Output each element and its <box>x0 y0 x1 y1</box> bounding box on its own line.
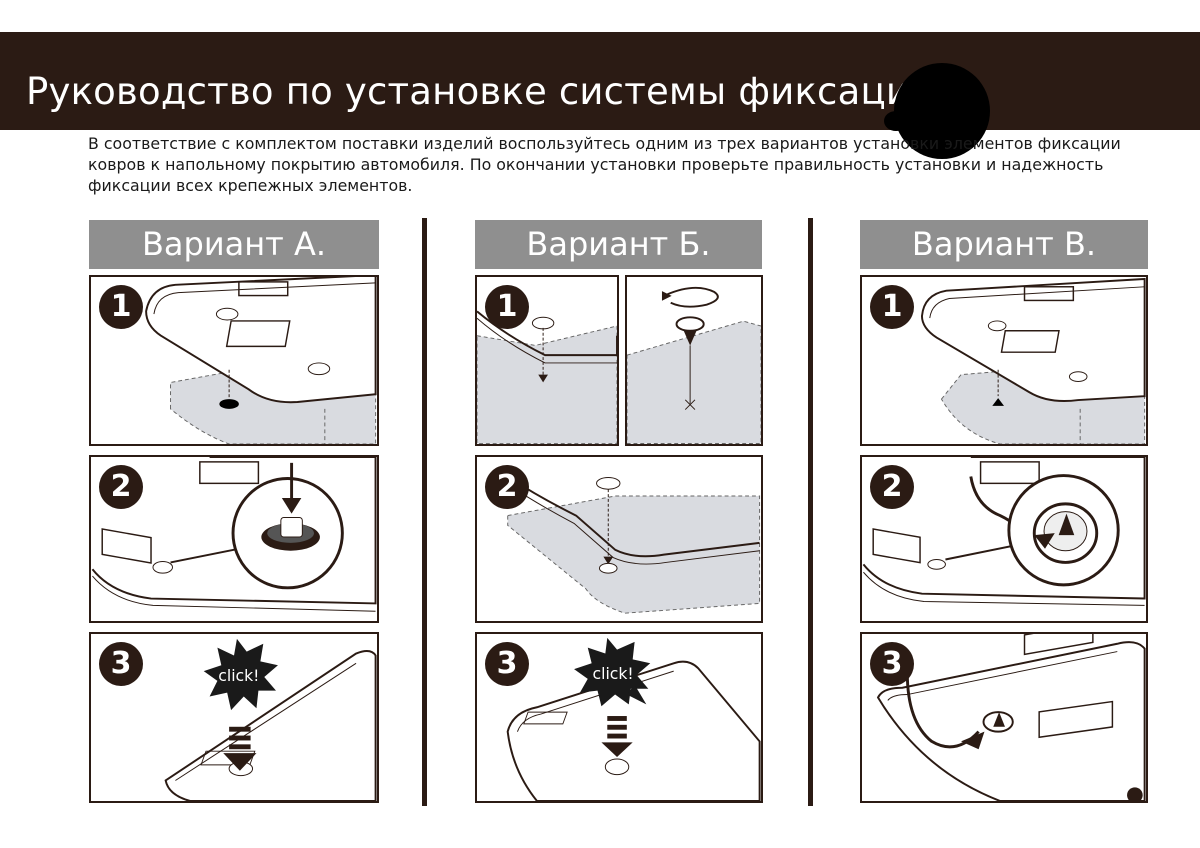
mat-illustration <box>920 277 1146 444</box>
page-title: Руководство по установке системы фиксаци… <box>26 70 935 113</box>
top-margin <box>0 0 1200 32</box>
mat-illustration <box>91 457 377 612</box>
step-number: 1 <box>485 285 529 329</box>
column-divider <box>808 218 813 806</box>
click-label: click! <box>593 665 634 683</box>
step-number: 2 <box>870 465 914 509</box>
variant-v-step-2-panel: 2 <box>860 455 1148 623</box>
variant-v-title: Вариант В. <box>860 220 1148 269</box>
mat-illustration: click! <box>164 638 377 801</box>
variant-a-step-2-panel: 2 <box>89 455 379 623</box>
variant-b-title: Вариант Б. <box>475 220 762 269</box>
variant-b-step-3-panel: 3 click! <box>475 632 763 803</box>
variant-b-step-1b-panel <box>625 275 763 446</box>
mat-illustration <box>145 277 377 444</box>
mat-illustration <box>876 634 1146 801</box>
variant-b-step-2-panel: 2 <box>475 455 763 623</box>
step-number: 3 <box>99 642 143 686</box>
step-number: 1 <box>99 285 143 329</box>
intro-paragraph: В соответствие с комплектом поставки изд… <box>88 134 1121 195</box>
mat-illustration <box>507 475 761 614</box>
click-label: click! <box>218 667 259 685</box>
mat-illustration <box>627 286 761 444</box>
step-number: 3 <box>870 642 914 686</box>
mat-illustration: click! <box>506 637 761 801</box>
step-number: 2 <box>99 465 143 509</box>
variant-a-step-3-panel: 3 click! <box>89 632 379 803</box>
variant-v-step-1-panel: 1 <box>860 275 1148 446</box>
page-header: Руководство по установке системы фиксаци… <box>0 32 1200 159</box>
mat-illustration <box>862 457 1146 606</box>
mat-illustration <box>477 310 617 444</box>
step-number: 3 <box>485 642 529 686</box>
variant-a-step-1-panel: 1 <box>89 275 379 446</box>
step-number: 1 <box>870 285 914 329</box>
step-number: 2 <box>485 465 529 509</box>
header-decoration <box>884 63 990 159</box>
variant-b-step-1a-panel: 1 <box>475 275 619 446</box>
variant-a-title: Вариант А. <box>89 220 379 269</box>
variant-v-step-3-panel: 3 <box>860 632 1148 803</box>
column-divider <box>422 218 427 806</box>
